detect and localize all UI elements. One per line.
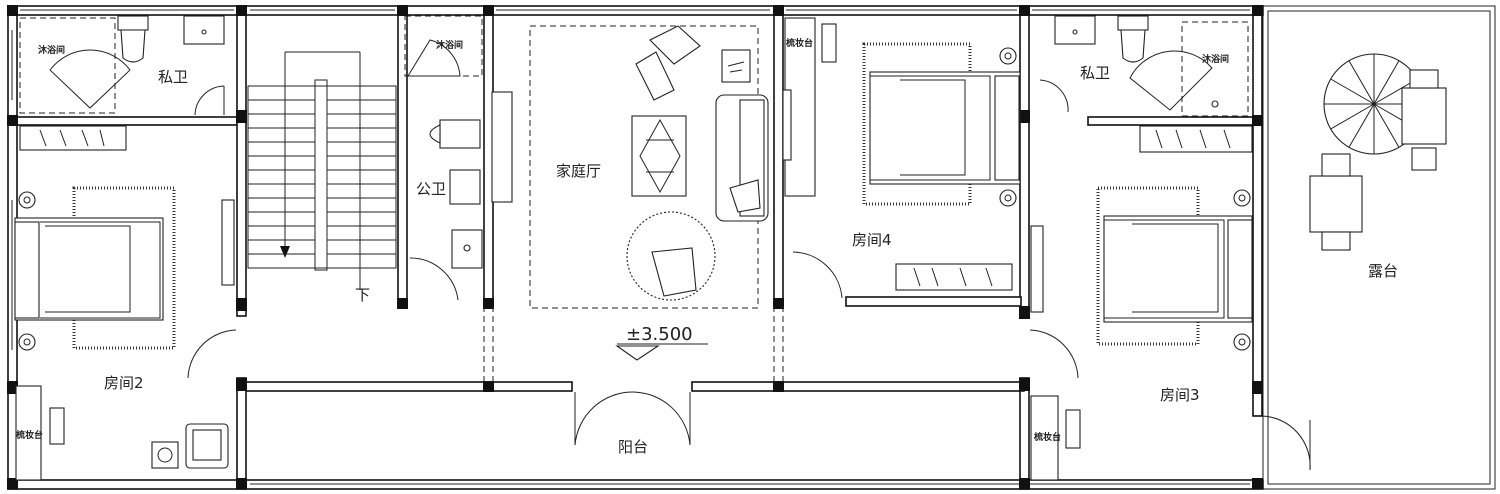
room4-label: 房间4 (852, 231, 892, 249)
public-bath-label: 公卫 (416, 180, 446, 198)
terrace-umbrella (1309, 53, 1447, 251)
room3-furniture (1029, 186, 1311, 481)
dresser-left (15, 385, 42, 481)
stair-down-label: 下 (355, 286, 370, 304)
balcony-label: 阳台 (618, 438, 648, 456)
room2-bed (14, 186, 176, 351)
family-hall-furniture (626, 25, 769, 301)
room2-door-swing (187, 329, 237, 379)
staircase (247, 51, 397, 290)
shower-label-mid: 沐浴间 (436, 39, 463, 51)
family-hall-zone (529, 25, 759, 309)
balcony-door (574, 391, 691, 446)
family-hall-label: 家庭厅 (556, 162, 601, 180)
stair-steps (248, 99, 396, 255)
dresser-left-label: 梳妆台 (15, 429, 43, 441)
room3-label: 房间3 (1160, 386, 1200, 404)
wardrobe-left (19, 125, 127, 151)
left-private-bath (19, 15, 225, 116)
room2-wall-panel (221, 199, 235, 286)
shower-label-left: 沐浴间 (38, 44, 65, 56)
dresser-mid-label: 梳妆台 (785, 37, 813, 49)
columns (7, 5, 1263, 489)
right-private-bath (1039, 15, 1249, 117)
private-bath-right-label: 私卫 (1080, 64, 1110, 82)
private-bath-left-label: 私卫 (158, 68, 188, 86)
shower-label-right: 沐浴间 (1202, 53, 1229, 65)
public-bath (404, 15, 513, 301)
terrace-label: 露台 (1368, 262, 1398, 280)
room4-furniture (782, 17, 1021, 299)
wardrobe-right (1139, 125, 1253, 153)
room2-label: 房间2 (104, 374, 144, 392)
elevation-triangle (615, 345, 660, 361)
dresser-right-label: 梳妆台 (1033, 431, 1061, 443)
elevation-text: ±3.500 (626, 324, 693, 345)
